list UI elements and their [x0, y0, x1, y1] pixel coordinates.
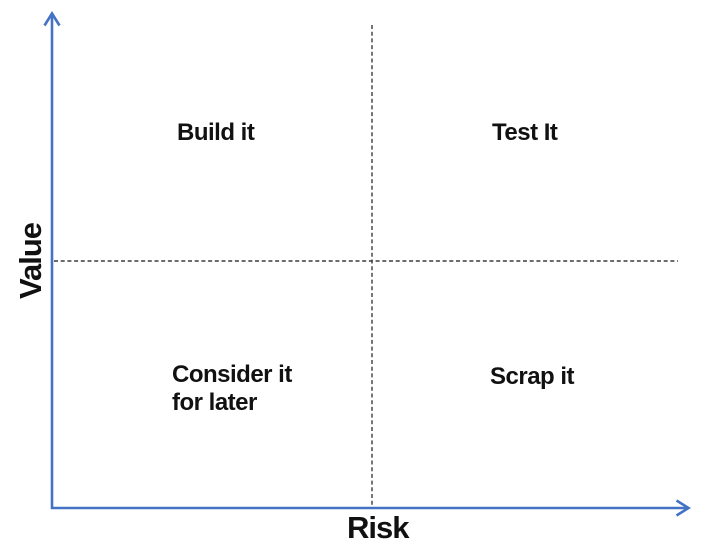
quadrant-label-test-it: Test It	[492, 119, 558, 146]
y-axis-arrowhead-icon	[43, 11, 61, 27]
quadrant-label-scrap-it: Scrap it	[490, 363, 575, 390]
x-axis-label: Risk	[347, 510, 409, 545]
quadrant-label-build-it: Build it	[177, 119, 255, 146]
x-axis-arrowhead-icon	[675, 499, 691, 517]
y-axis-label: Value	[12, 223, 48, 299]
quadrant-label-consider-it-for-later: Consider it for later	[172, 361, 292, 416]
